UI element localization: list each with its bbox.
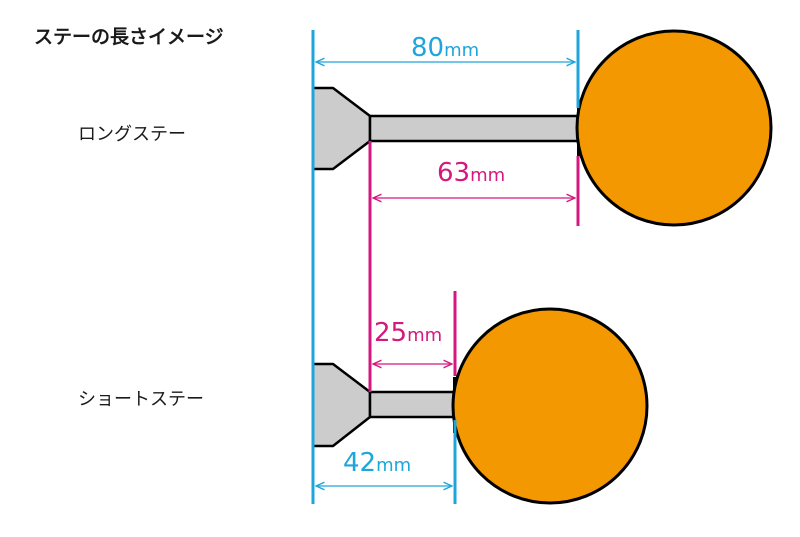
short-stay-label: ショートステー: [78, 389, 204, 410]
long-stay-mount: [311, 86, 372, 171]
short-stay-rod: [368, 390, 458, 419]
short-total-dimension-label: 42mm: [343, 448, 411, 478]
long-stay-knob: [575, 29, 773, 227]
short-stay-mount: [311, 362, 372, 448]
long-stay-rod: [368, 114, 582, 143]
short-rod-dimension-label: 25mm: [374, 318, 442, 348]
long-stay: [311, 29, 773, 227]
short-stay: [311, 307, 649, 505]
long-total-dimension-label: 80mm: [411, 33, 479, 63]
short-stay-knob: [451, 307, 649, 505]
diagram-title: ステーの長さイメージ: [34, 26, 224, 48]
long-stay-label: ロングステー: [78, 124, 186, 145]
long-rod-dimension-label: 63mm: [437, 158, 505, 188]
